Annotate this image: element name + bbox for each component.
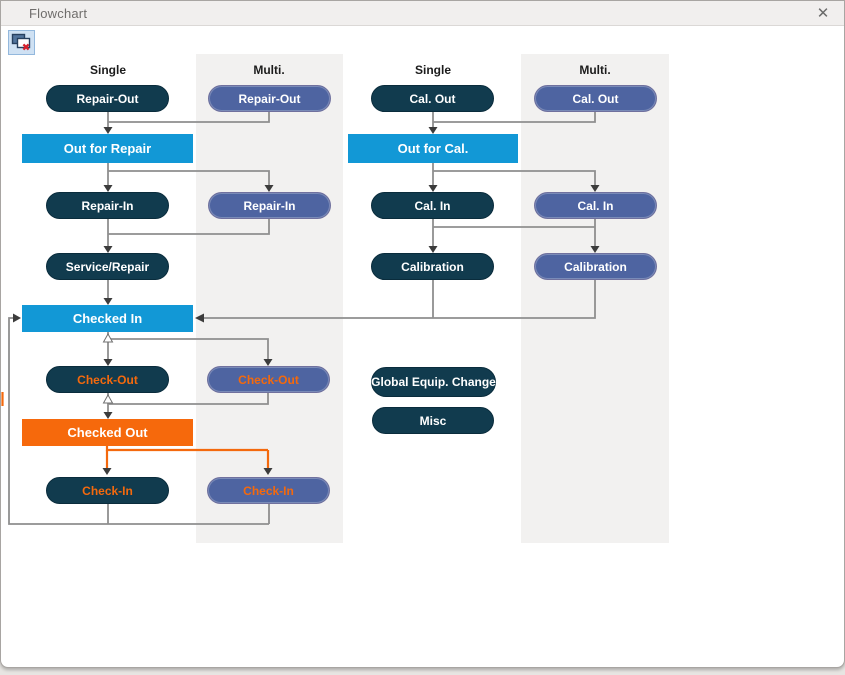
- node-misc[interactable]: Misc: [372, 407, 494, 434]
- node-calibration-single[interactable]: Calibration: [371, 253, 494, 280]
- close-icon: ✕: [816, 5, 830, 22]
- column-header-single-left: Single: [89, 63, 126, 77]
- node-repair-out-multi[interactable]: Repair-Out: [208, 85, 331, 112]
- node-repair-out-single[interactable]: Repair-Out: [46, 85, 169, 112]
- node-check-out-single[interactable]: Check-Out: [46, 366, 169, 393]
- column-header-multi-right: Multi.: [579, 63, 611, 77]
- multi-band-left: [196, 54, 343, 543]
- column-header-single-right: Single: [414, 63, 451, 77]
- node-checked-out[interactable]: Checked Out: [22, 419, 193, 446]
- node-calibration-multi[interactable]: Calibration: [534, 253, 657, 280]
- node-cal-in-single[interactable]: Cal. In: [371, 192, 494, 219]
- node-out-for-repair[interactable]: Out for Repair: [22, 134, 193, 163]
- node-repair-in-single[interactable]: Repair-In: [46, 192, 169, 219]
- multi-band-right: [521, 54, 669, 543]
- node-service-repair[interactable]: Service/Repair: [46, 253, 169, 280]
- node-cal-out-single[interactable]: Cal. Out: [371, 85, 494, 112]
- node-checked-in[interactable]: Checked In: [22, 305, 193, 332]
- node-repair-in-multi[interactable]: Repair-In: [208, 192, 331, 219]
- titlebar: Flowchart ✕: [1, 1, 844, 26]
- window-title: Flowchart: [29, 5, 88, 21]
- node-check-in-single[interactable]: Check-In: [46, 477, 169, 504]
- node-check-in-multi[interactable]: Check-In: [207, 477, 330, 504]
- close-flowchart-button[interactable]: [8, 30, 35, 55]
- window-close-button[interactable]: ✕: [810, 2, 836, 24]
- node-out-for-cal[interactable]: Out for Cal.: [348, 134, 518, 163]
- window-close-red-x-icon: [11, 33, 31, 51]
- node-cal-in-multi[interactable]: Cal. In: [534, 192, 657, 219]
- node-global-equip-change[interactable]: Global Equip. Change: [371, 367, 496, 397]
- node-cal-out-multi[interactable]: Cal. Out: [534, 85, 657, 112]
- column-header-multi-left: Multi.: [253, 63, 285, 77]
- node-check-out-multi[interactable]: Check-Out: [207, 366, 330, 393]
